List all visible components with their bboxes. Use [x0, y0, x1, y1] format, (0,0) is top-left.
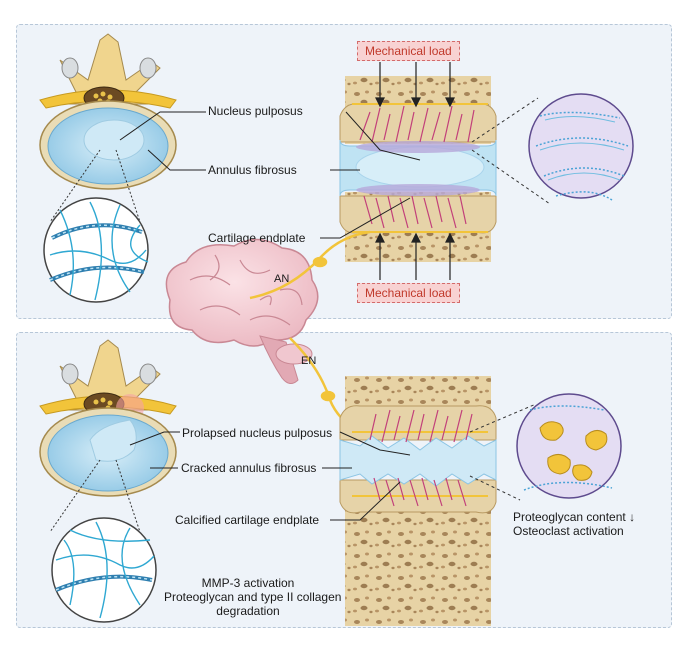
bottom-osteoclast-circle [516, 393, 622, 499]
caption-proteoglycan-line-1: Proteoglycan content ↓ [513, 510, 636, 524]
caption-mmp3-line-2: Proteoglycan and type II collagen [164, 590, 342, 604]
label-cracked-annulus: Cracked annulus fibrosus [181, 461, 317, 475]
caption-mmp3-line-1: MMP-3 activation [201, 576, 295, 590]
bottom-vertebra [39, 339, 177, 497]
top-collagen-circle [43, 197, 149, 303]
caption-proteoglycan: Proteoglycan content ↓ Osteoclast activa… [513, 510, 635, 538]
top-vertebra [39, 33, 177, 190]
brain [165, 238, 319, 384]
label-efferent-nerve: EN [301, 355, 317, 367]
bottom-callout-lines [129, 431, 411, 521]
top-proteoglycan-circle [528, 93, 634, 201]
label-cartilage-endplate: Cartilage endplate [208, 231, 306, 245]
caption-proteoglycan-line-2: Osteoclast activation [513, 524, 624, 538]
mechanical-load-top: Mechanical load [357, 41, 460, 61]
caption-mmp3: MMP-3 activation Proteoglycan and type I… [164, 576, 342, 618]
caption-mmp3-line-3: degradation [216, 604, 280, 618]
label-annulus-fibrosus: Annulus fibrosus [208, 163, 297, 177]
label-calcified-endplate: Calcified cartilage endplate [175, 513, 320, 527]
label-afferent-nerve: AN [274, 273, 290, 285]
mechanical-load-bottom: Mechanical load [357, 283, 460, 303]
label-prolapsed-nucleus: Prolapsed nucleus pulposus [182, 426, 333, 440]
bottom-spine-segment [339, 376, 497, 626]
bottom-collagen-circle [51, 517, 157, 623]
top-load-arrows [375, 62, 455, 280]
top-spine-segment [339, 76, 497, 262]
label-nucleus-pulposus: Nucleus pulposus [208, 104, 303, 118]
top-callout-lines [119, 111, 421, 239]
